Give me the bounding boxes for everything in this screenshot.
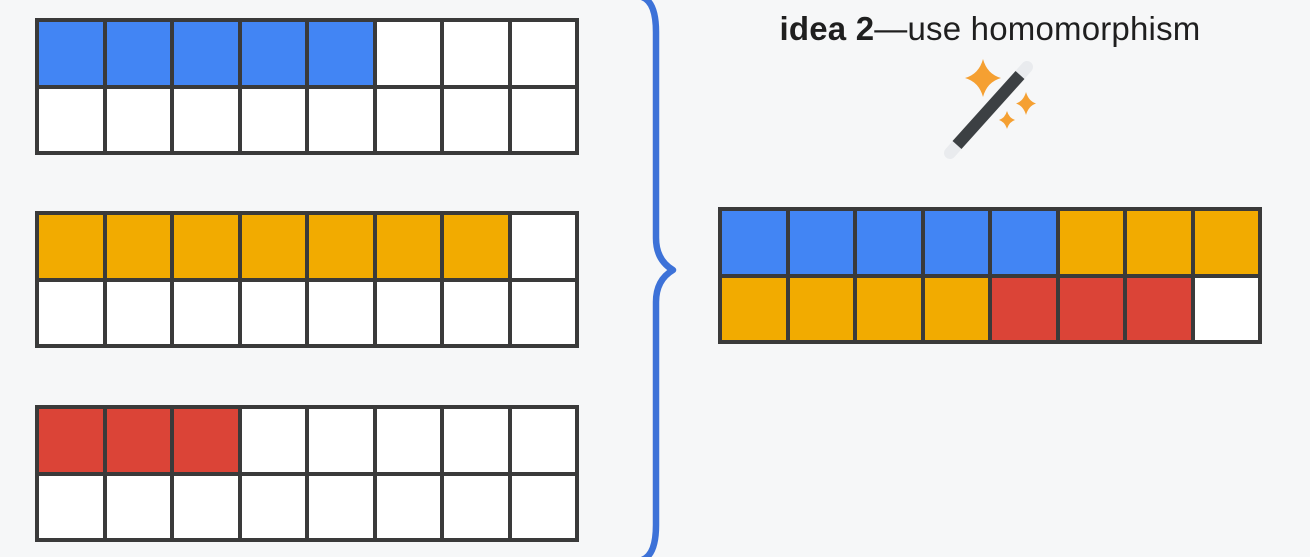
grid-cell-white	[442, 473, 510, 540]
grid-cell-orange	[1125, 209, 1193, 276]
grid-cell-red	[37, 407, 105, 474]
grid-cell-orange	[37, 213, 105, 280]
red-operand-grid	[35, 405, 579, 542]
grid-cell-orange	[855, 275, 923, 342]
grid-cell-white	[307, 473, 375, 540]
curly-brace-icon	[640, 0, 677, 557]
title-rest-part: —use homomorphism	[874, 10, 1201, 47]
grid-cell-white	[307, 279, 375, 346]
grid-cell-orange	[1192, 209, 1260, 276]
grid-cell-orange	[239, 213, 307, 280]
grid-cell-white	[172, 473, 240, 540]
grid-cell-white	[374, 407, 442, 474]
grid-cell-blue	[172, 20, 240, 87]
grid-cell-white	[442, 279, 510, 346]
grid-cell-white	[374, 473, 442, 540]
grid-cell-orange	[374, 213, 442, 280]
grid-cell-orange	[922, 275, 990, 342]
grid-cell-white	[104, 86, 172, 153]
grid-cell-red	[990, 275, 1058, 342]
title-bold-part: idea 2	[779, 10, 875, 47]
grid-cell-blue	[720, 209, 788, 276]
combined-result-grid	[718, 207, 1262, 344]
blue-operand-grid	[35, 18, 579, 155]
magic-wand-svg	[944, 59, 1036, 159]
grid-cell-white	[239, 86, 307, 153]
orange-operand-grid	[35, 211, 579, 348]
grid-cell-white	[509, 20, 577, 87]
grid-cell-orange	[442, 213, 510, 280]
grid-cell-white	[239, 473, 307, 540]
grid-cell-orange	[1057, 209, 1125, 276]
grid-cell-white	[104, 473, 172, 540]
grid-cell-red	[1057, 275, 1125, 342]
grid-cell-blue	[990, 209, 1058, 276]
grid-cell-white	[37, 86, 105, 153]
grid-cell-blue	[922, 209, 990, 276]
grid-cell-white	[509, 473, 577, 540]
grid-cell-white	[172, 86, 240, 153]
grid-cell-red	[172, 407, 240, 474]
grid-cell-blue	[787, 209, 855, 276]
grid-cell-white	[442, 407, 510, 474]
grid-cell-white	[307, 86, 375, 153]
grid-cell-white	[374, 20, 442, 87]
grid-cell-white	[374, 86, 442, 153]
grid-cell-orange	[104, 213, 172, 280]
grid-cell-white	[1192, 275, 1260, 342]
grid-cell-white	[509, 407, 577, 474]
grid-cell-red	[104, 407, 172, 474]
grid-cell-orange	[720, 275, 788, 342]
grid-cell-white	[104, 279, 172, 346]
grid-cell-white	[172, 279, 240, 346]
grid-cell-blue	[239, 20, 307, 87]
grid-cell-white	[442, 86, 510, 153]
grid-cell-white	[307, 407, 375, 474]
grid-cell-blue	[37, 20, 105, 87]
grid-cell-red	[1125, 275, 1193, 342]
grid-cell-white	[37, 473, 105, 540]
curly-brace	[628, 0, 688, 557]
grid-cell-orange	[172, 213, 240, 280]
grid-cell-white	[239, 279, 307, 346]
grid-cell-white	[442, 20, 510, 87]
magic-wand-icon	[925, 50, 1040, 162]
grid-cell-blue	[855, 209, 923, 276]
grid-cell-white	[509, 279, 577, 346]
grid-cell-white	[239, 407, 307, 474]
grid-cell-blue	[307, 20, 375, 87]
grid-cell-blue	[104, 20, 172, 87]
grid-cell-white	[509, 86, 577, 153]
grid-cell-white	[509, 213, 577, 280]
page-title: idea 2—use homomorphism	[700, 10, 1280, 48]
grid-cell-white	[37, 279, 105, 346]
grid-cell-orange	[787, 275, 855, 342]
grid-cell-orange	[307, 213, 375, 280]
grid-cell-white	[374, 279, 442, 346]
